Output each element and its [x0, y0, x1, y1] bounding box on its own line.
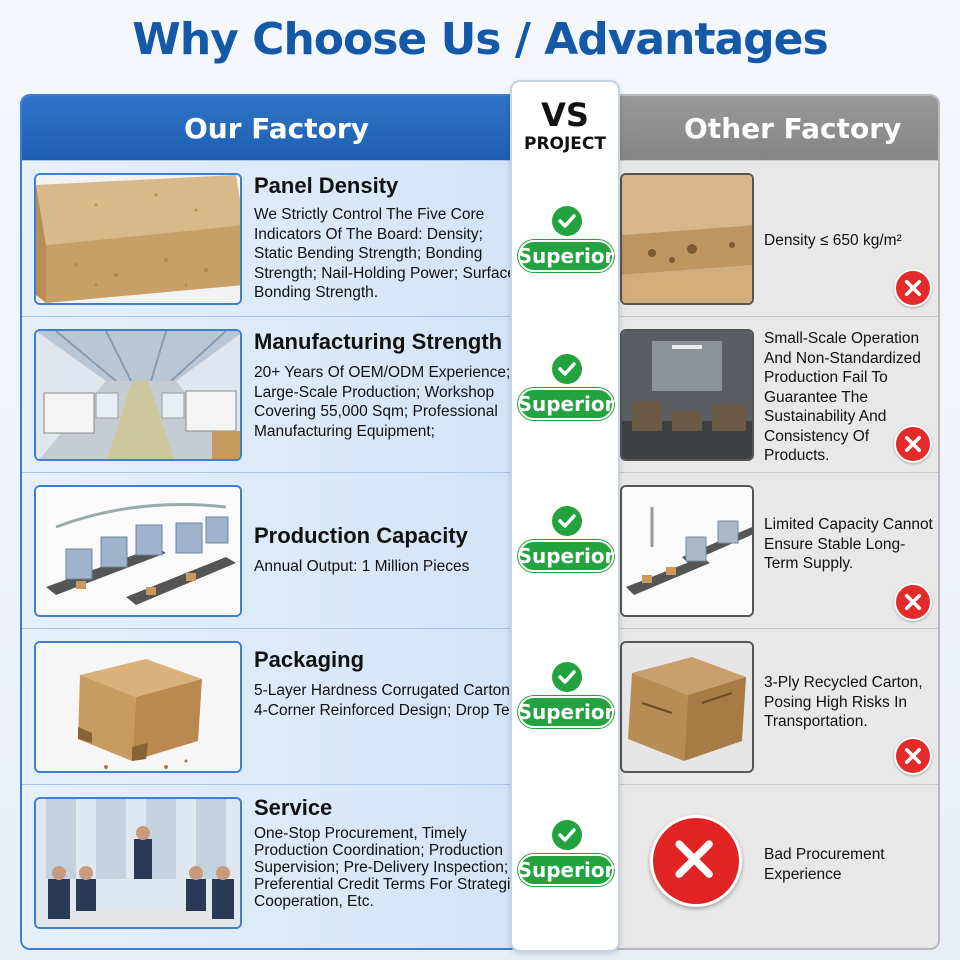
page-title: Why Choose Us / Advantages	[132, 14, 828, 65]
big-x-mark-icon	[650, 815, 742, 907]
other-description: Small-Scale Operation And Non-Standardiz…	[764, 330, 921, 464]
our-row-packaging: Packaging 5-Layer Hardness Corrugated Ca…	[22, 628, 518, 784]
business-meeting-image	[34, 797, 242, 929]
our-factory-header: Our Factory	[22, 96, 518, 160]
vs-label: VS	[541, 96, 589, 134]
row-description: We Strictly Control The Five Core Indica…	[254, 206, 516, 301]
check-icon	[552, 662, 582, 692]
x-mark-icon	[894, 425, 932, 463]
our-row-capacity: Production Capacity Annual Output: 1 Mil…	[22, 472, 518, 628]
superior-label: Superior	[518, 696, 614, 728]
reinforced-carton-image	[34, 641, 242, 773]
other-row-capacity: Limited Capacity Cannot Ensure Stable Lo…	[612, 472, 938, 628]
other-row-packaging: 3-Ply Recycled Carton, Posing High Risks…	[612, 628, 938, 784]
row-description: One-Stop Procurement, Timely Production …	[254, 825, 519, 910]
other-description: 3-Ply Recycled Carton, Posing High Risks…	[764, 674, 923, 730]
damaged-board-image	[620, 173, 754, 305]
check-icon	[552, 354, 582, 384]
other-description: Bad Procurement Experience	[764, 846, 885, 883]
our-row-panel-density: Panel Density We Strictly Control The Fi…	[22, 160, 518, 316]
other-row-manufacturing: Small-Scale Operation And Non-Standardiz…	[612, 316, 938, 472]
check-icon	[552, 820, 582, 850]
production-line-image	[34, 485, 242, 617]
row-description: Annual Output: 1 Million Pieces	[254, 558, 470, 575]
other-description: Limited Capacity Cannot Ensure Stable Lo…	[764, 516, 933, 572]
superior-badge: Superior	[518, 206, 614, 276]
other-factory-header: Other Factory	[612, 96, 938, 160]
small-workshop-image	[620, 329, 754, 461]
superior-label: Superior	[518, 240, 614, 272]
superior-badge: Superior	[518, 354, 614, 424]
row-description: 20+ Years Of OEM/ODM Experience; Large-S…	[254, 364, 511, 440]
project-label: PROJECT	[523, 134, 606, 154]
check-icon	[552, 506, 582, 536]
row-title: Production Capacity	[254, 523, 468, 548]
vs-column: VS PROJECT Superior Superior Superior Su…	[510, 80, 620, 952]
row-title: Packaging	[254, 647, 365, 672]
superior-label: Superior	[518, 388, 614, 420]
other-description: Density ≤ 650 kg/m²	[764, 232, 902, 249]
x-mark-icon	[894, 737, 932, 775]
x-mark-icon	[894, 583, 932, 621]
our-row-manufacturing: Manufacturing Strength 20+ Years Of OEM/…	[22, 316, 518, 472]
row-title: Manufacturing Strength	[254, 329, 503, 354]
superior-badge: Superior	[518, 662, 614, 732]
panel-density-image	[34, 173, 242, 305]
other-factory-panel: Other Factory Density ≤ 650 kg/m²	[610, 94, 940, 950]
crushed-carton-image	[620, 641, 754, 773]
row-description: 5-Layer Hardness Corrugated Carton; 4-Co…	[254, 682, 520, 719]
superior-badge: Superior	[518, 820, 614, 890]
row-title: Service	[254, 795, 333, 820]
our-row-service: Service One-Stop Procurement, Timely Pro…	[22, 784, 519, 948]
other-row-service: Bad Procurement Experience	[612, 784, 938, 948]
factory-floor-image	[34, 329, 242, 461]
other-row-density: Density ≤ 650 kg/m²	[612, 160, 938, 316]
row-title: Panel Density	[254, 173, 399, 198]
superior-label: Superior	[518, 854, 614, 886]
small-line-image	[620, 485, 754, 617]
superior-label: Superior	[518, 540, 614, 572]
check-icon	[552, 206, 582, 236]
x-mark-icon	[894, 269, 932, 307]
our-factory-panel: Our Factory Panel Density We Strictly Co…	[20, 94, 520, 950]
superior-badge: Superior	[518, 506, 614, 576]
